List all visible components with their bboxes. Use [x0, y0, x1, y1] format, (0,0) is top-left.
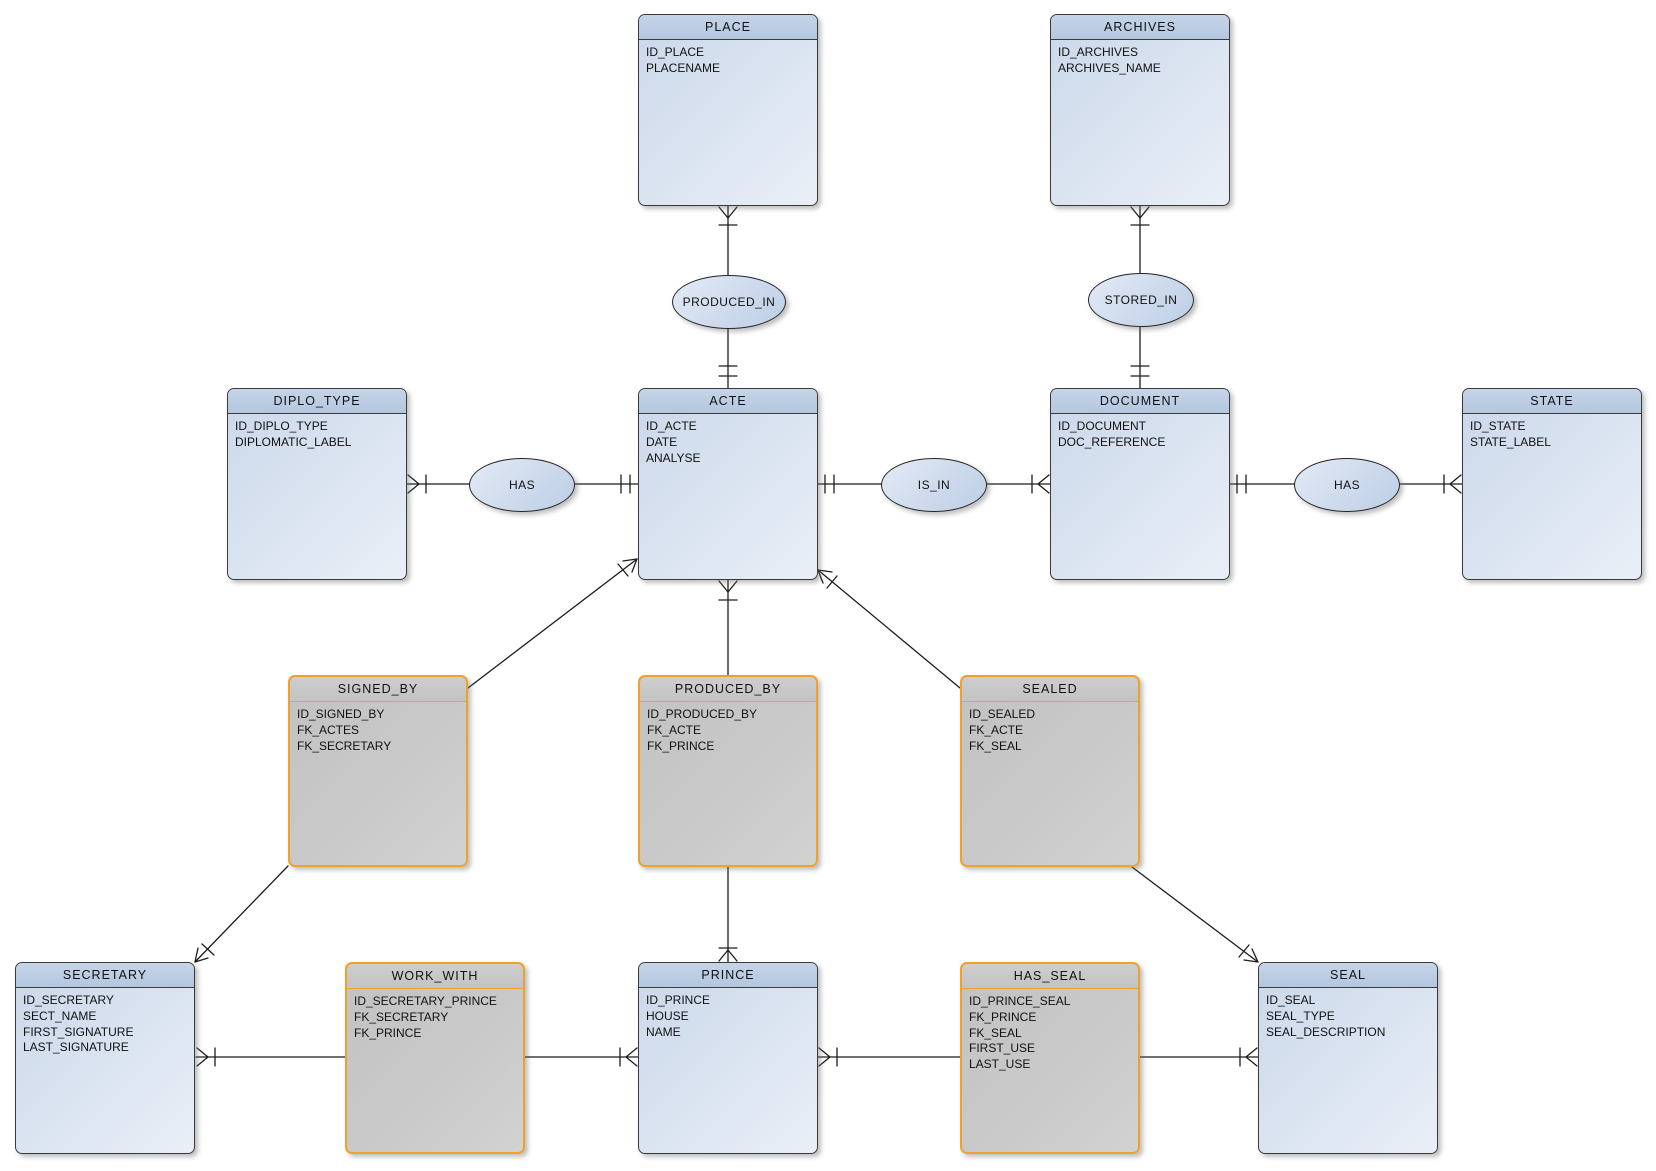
relationship-label: STORED_IN: [1104, 293, 1178, 307]
entity-attributes: ID_PRINCE_SEAL FK_PRINCE FK_SEAL FIRST_U…: [969, 994, 1071, 1072]
entity-attributes: ID_STATE STATE_LABEL: [1470, 419, 1551, 449]
relationship-label: IS_IN: [917, 478, 951, 492]
entity-secretary[interactable]: SECRETARY ID_SECRETARY SECT_NAME FIRST_S…: [15, 962, 195, 1154]
relationship-label: HAS: [1333, 478, 1361, 492]
entity-title: SEAL: [1259, 963, 1437, 988]
entity-seal[interactable]: SEAL ID_SEAL SEAL_TYPE SEAL_DESCRIPTION: [1258, 962, 1438, 1154]
entity-prince[interactable]: PRINCE ID_PRINCE HOUSE NAME: [638, 962, 818, 1154]
relationship-has-state[interactable]: HAS: [1294, 458, 1400, 512]
entity-attributes: ID_PLACE PLACENAME: [646, 45, 721, 75]
relationship-is-in[interactable]: IS_IN: [881, 458, 987, 512]
entity-diplo-type[interactable]: DIPLO_TYPE ID_DIPLO_TYPE DIPLOMATIC_LABE…: [227, 388, 407, 580]
entity-attributes: ID_ACTE DATE ANALYSE: [646, 419, 701, 465]
entity-attributes: ID_SIGNED_BY FK_ACTES FK_SECRETARY: [297, 707, 392, 753]
entity-title: PRINCE: [639, 963, 817, 988]
junction-has-seal[interactable]: HAS_SEAL ID_PRINCE_SEAL FK_PRINCE FK_SEA…: [960, 962, 1140, 1154]
relationship-has-diplo-type[interactable]: HAS: [469, 458, 575, 512]
entity-attributes: ID_PRODUCED_BY FK_ACTE FK_PRINCE: [647, 707, 758, 753]
entity-title: DOCUMENT: [1051, 389, 1229, 414]
entity-attributes: ID_DIPLO_TYPE DIPLOMATIC_LABEL: [235, 419, 352, 449]
entity-title: WORK_WITH: [347, 964, 523, 989]
entity-document[interactable]: DOCUMENT ID_DOCUMENT DOC_REFERENCE: [1050, 388, 1230, 580]
junction-sealed[interactable]: SEALED ID_SEALED FK_ACTE FK_SEAL: [960, 675, 1140, 867]
entity-title: ARCHIVES: [1051, 15, 1229, 40]
entity-title: SECRETARY: [16, 963, 194, 988]
entity-attributes: ID_ARCHIVES ARCHIVES_NAME: [1058, 45, 1161, 75]
entity-state[interactable]: STATE ID_STATE STATE_LABEL: [1462, 388, 1642, 580]
relationship-label: PRODUCED_IN: [682, 295, 776, 309]
entity-title: ACTE: [639, 389, 817, 414]
junction-produced-by[interactable]: PRODUCED_BY ID_PRODUCED_BY FK_ACTE FK_PR…: [638, 675, 818, 867]
entity-archives[interactable]: ARCHIVES ID_ARCHIVES ARCHIVES_NAME: [1050, 14, 1230, 206]
entity-attributes: ID_SEAL SEAL_TYPE SEAL_DESCRIPTION: [1266, 993, 1386, 1039]
entity-title: PLACE: [639, 15, 817, 40]
relationship-produced-in[interactable]: PRODUCED_IN: [672, 275, 786, 329]
entity-attributes: ID_SECRETARY_PRINCE FK_SECRETARY FK_PRIN…: [354, 994, 497, 1040]
entity-title: PRODUCED_BY: [640, 677, 816, 702]
junction-work-with[interactable]: WORK_WITH ID_SECRETARY_PRINCE FK_SECRETA…: [345, 962, 525, 1154]
entity-title: SIGNED_BY: [290, 677, 466, 702]
entity-title: SEALED: [962, 677, 1138, 702]
entity-attributes: ID_PRINCE HOUSE NAME: [646, 993, 711, 1039]
entity-attributes: ID_SECRETARY SECT_NAME FIRST_SIGNATURE L…: [23, 993, 134, 1055]
entity-title: HAS_SEAL: [962, 964, 1138, 989]
entity-place[interactable]: PLACE ID_PLACE PLACENAME: [638, 14, 818, 206]
entity-title: STATE: [1463, 389, 1641, 414]
relationship-label: HAS: [508, 478, 536, 492]
junction-signed-by[interactable]: SIGNED_BY ID_SIGNED_BY FK_ACTES FK_SECRE…: [288, 675, 468, 867]
relationship-stored-in[interactable]: STORED_IN: [1088, 273, 1194, 327]
entity-attributes: ID_SEALED FK_ACTE FK_SEAL: [969, 707, 1036, 753]
entity-attributes: ID_DOCUMENT DOC_REFERENCE: [1058, 419, 1166, 449]
entity-acte[interactable]: ACTE ID_ACTE DATE ANALYSE: [638, 388, 818, 580]
entity-title: DIPLO_TYPE: [228, 389, 406, 414]
